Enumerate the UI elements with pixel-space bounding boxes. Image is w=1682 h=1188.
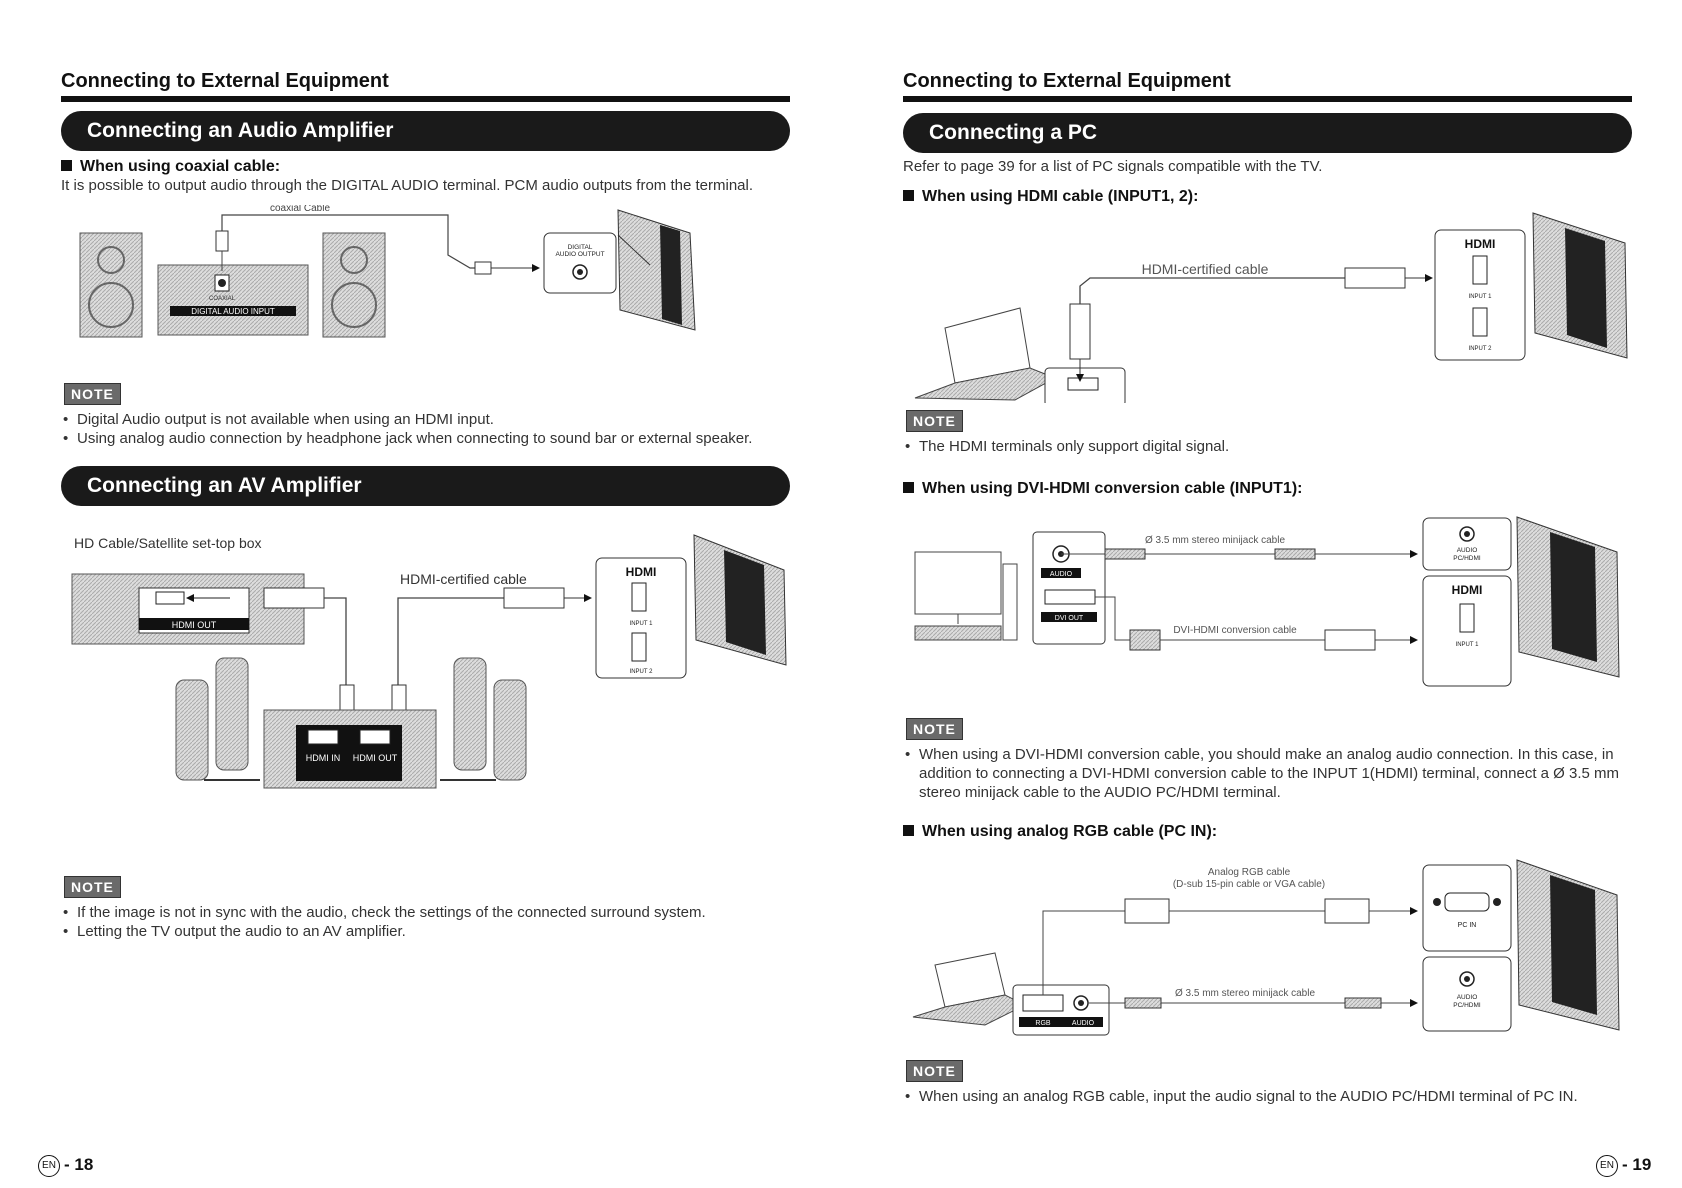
svg-text:INPUT 2: INPUT 2 <box>630 669 654 675</box>
tv-hdmi-panel <box>1434 229 1526 361</box>
pc-rgb-label: RGB <box>1035 1020 1051 1027</box>
tv-corner <box>617 209 696 331</box>
hdmi-out-label: HDMI OUT <box>172 620 217 630</box>
subheading-coaxial: When using coaxial cable: <box>61 158 280 176</box>
banner-av-amplifier: Connecting an AV Amplifier <box>61 466 790 506</box>
page-title-left: Connecting to External Equipment <box>61 70 389 92</box>
rgb-cable-label-2: (D-sub 15-pin cable or VGA cable) <box>1173 879 1325 890</box>
svg-text:DIGITAL: DIGITAL <box>568 244 593 251</box>
banner-connecting-pc: Connecting a PC <box>903 113 1632 153</box>
diagram-coaxial-connection: COAXIAL DIGITAL AUDIO INPUT coaxial Cabl… <box>79 205 696 338</box>
audio-notes: Digital Audio output is not available wh… <box>61 410 801 448</box>
svg-text:PC/HDMI: PC/HDMI <box>1453 1002 1481 1009</box>
page-number-left: EN- 18 <box>38 1155 93 1177</box>
list-item: If the image is not in sync with the aud… <box>61 903 801 922</box>
square-bullet-icon <box>61 160 72 171</box>
banner-audio-amplifier: Connecting an Audio Amplifier <box>61 111 790 151</box>
digital-audio-input-label: DIGITAL AUDIO INPUT <box>191 307 275 316</box>
svg-text:AUDIO: AUDIO <box>1457 547 1478 554</box>
pc-audio-label: AUDIO <box>1072 1020 1095 1027</box>
square-bullet-icon <box>903 190 914 201</box>
speaker-left <box>79 232 143 338</box>
coaxial-cable <box>221 214 490 269</box>
coaxial-cable-label: coaxial Cable <box>270 205 330 214</box>
coaxial-port-small: COAXIAL <box>209 296 236 302</box>
rgb-notes: When using an analog RGB cable, input th… <box>903 1087 1643 1106</box>
set-top-box-label: HD Cable/Satellite set-top box <box>74 535 262 551</box>
dvi-cable-label: DVI-HDMI conversion cable <box>1173 625 1297 636</box>
note-badge: NOTE <box>906 718 963 740</box>
diagram-pc-dvi: AUDIO DVI OUT Ø 3.5 mm stereo minijack c… <box>914 516 1620 687</box>
dvi-notes: When using a DVI-HDMI conversion cable, … <box>903 745 1633 802</box>
rgb-cable-label-1: Analog RGB cable <box>1208 867 1291 878</box>
pc-monitor <box>914 551 1002 615</box>
pc-dvi-out-label: DVI OUT <box>1055 615 1084 622</box>
list-item: When using a DVI-HDMI conversion cable, … <box>903 745 1633 802</box>
speaker <box>493 679 527 781</box>
tv-audio-pc-hdmi-port <box>1422 517 1512 571</box>
hdmi-cable-label: HDMI-certified cable <box>400 571 527 587</box>
svg-text:INPUT 1: INPUT 1 <box>630 621 654 627</box>
av-notes: If the image is not in sync with the aud… <box>61 903 801 941</box>
minijack-cable-label: Ø 3.5 mm stereo minijack cable <box>1175 988 1315 999</box>
speaker <box>453 657 487 771</box>
subheading-analog-rgb: When using analog RGB cable (PC IN): <box>903 823 1217 841</box>
svg-text:HDMI: HDMI <box>1465 237 1496 251</box>
speaker-right <box>322 232 386 338</box>
svg-text:PC/HDMI: PC/HDMI <box>1453 555 1481 562</box>
svg-text:INPUT 1: INPUT 1 <box>1456 642 1480 648</box>
hdmi-cable-label: HDMI-certified cable <box>1142 261 1269 277</box>
list-item: The HDMI terminals only support digital … <box>903 437 1643 456</box>
list-item: Using analog audio connection by headpho… <box>61 429 801 448</box>
hdmi-notes: The HDMI terminals only support digital … <box>903 437 1643 456</box>
title-rule-right <box>903 96 1632 102</box>
page-title-right: Connecting to External Equipment <box>903 70 1231 92</box>
title-rule-left <box>61 96 790 102</box>
svg-text:HDMI: HDMI <box>626 565 657 579</box>
keyboard <box>914 625 1002 641</box>
amp-hdmi-in-label: HDMI IN <box>306 753 341 763</box>
note-badge: NOTE <box>906 410 963 432</box>
list-item: Digital Audio output is not available wh… <box>61 410 801 429</box>
square-bullet-icon <box>903 482 914 493</box>
amp-hdmi-out-label: HDMI OUT <box>353 753 398 763</box>
speaker <box>175 679 209 781</box>
page-number-right: EN- 19 <box>1596 1155 1651 1177</box>
note-badge: NOTE <box>64 876 121 898</box>
tv-digital-audio-port <box>543 232 617 294</box>
speaker <box>215 657 249 771</box>
square-bullet-icon <box>903 825 914 836</box>
tv-hdmi-panel <box>595 557 687 679</box>
note-badge: NOTE <box>64 383 121 405</box>
svg-text:PC IN: PC IN <box>1458 922 1477 929</box>
svg-text:INPUT 2: INPUT 2 <box>1469 346 1493 352</box>
note-badge: NOTE <box>906 1060 963 1082</box>
svg-text:HDMI: HDMI <box>1452 583 1483 597</box>
subheading-dvi-hdmi: When using DVI-HDMI conversion cable (IN… <box>903 480 1302 498</box>
diagram-av-amplifier: HD Cable/Satellite set-top box HDMI OUT … <box>71 534 787 789</box>
subheading-hdmi-cable: When using HDMI cable (INPUT1, 2): <box>903 188 1198 206</box>
audio-intro-text: It is possible to output audio through t… <box>61 177 753 194</box>
en-language-icon: EN <box>1596 1155 1618 1177</box>
list-item: When using an analog RGB cable, input th… <box>903 1087 1643 1106</box>
list-item: Letting the TV output the audio to an AV… <box>61 922 801 941</box>
en-language-icon: EN <box>38 1155 60 1177</box>
hdmi-cable <box>1079 277 1345 304</box>
minijack-cable-label: Ø 3.5 mm stereo minijack cable <box>1145 535 1285 546</box>
pc-intro-text: Refer to page 39 for a list of PC signal… <box>903 158 1323 175</box>
svg-text:AUDIO: AUDIO <box>1457 994 1478 1001</box>
diagram-pc-rgb: Analog RGB cable (D-sub 15-pin cable or … <box>912 859 1620 1036</box>
svg-text:AUDIO OUTPUT: AUDIO OUTPUT <box>555 251 604 258</box>
pc-tower <box>1002 563 1018 641</box>
diagram-pc-hdmi: HDMI-certified cable HDMI INPUT 1 INPUT … <box>914 212 1628 403</box>
audio-amplifier <box>157 264 309 336</box>
svg-text:INPUT 1: INPUT 1 <box>1469 294 1493 300</box>
pc-audio-label: AUDIO <box>1050 571 1073 578</box>
tv-audio-pc-hdmi-port <box>1422 956 1512 1032</box>
